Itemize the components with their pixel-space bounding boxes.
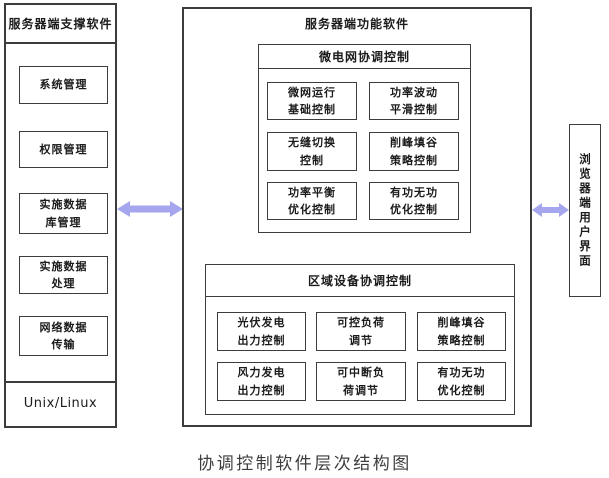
module-permission-management: 权限管理 bbox=[19, 131, 108, 168]
microgrid-control-group: 微电网协调控制 微网运行 基础控制 功率波动 平滑控制 无缝切换 控制 削峰填谷… bbox=[258, 44, 471, 233]
microgrid-divider bbox=[259, 68, 470, 69]
right-double-arrow-icon bbox=[532, 203, 569, 217]
module-power-fluctuation-smoothing: 功率波动 平滑控制 bbox=[369, 82, 459, 120]
module-system-management: 系统管理 bbox=[19, 66, 108, 104]
server-support-software-panel: 服务器端支撑软件 系统管理 权限管理 实施数据 库管理 实施数据 处理 网络数据… bbox=[4, 3, 117, 428]
os-label: Unix/Linux bbox=[23, 396, 98, 411]
regional-control-group: 区域设备协调控制 光伏发电 出力控制 可控负荷 调节 削峰填谷 策略控制 风力发… bbox=[205, 264, 515, 415]
module-interruptible-load-regulation: 可中断负 荷调节 bbox=[316, 362, 406, 401]
browser-ui-title: 浏览器端用户界面 bbox=[578, 152, 592, 269]
module-network-transmission: 网络数据 传输 bbox=[19, 316, 108, 356]
server-support-software-title: 服务器端支撑软件 bbox=[8, 17, 113, 31]
footer-divider bbox=[6, 381, 115, 383]
module-peak-shaving-strategy-control-2: 削峰填谷 策略控制 bbox=[417, 312, 506, 351]
module-pv-output-control: 光伏发电 出力控制 bbox=[217, 312, 306, 351]
module-seamless-switching-control: 无缝切换 控制 bbox=[267, 132, 357, 171]
module-power-balance-optimization: 功率平衡 优化控制 bbox=[267, 182, 357, 220]
module-data-processing: 实施数据 处理 bbox=[19, 256, 108, 294]
microgrid-control-title: 微电网协调控制 bbox=[318, 50, 410, 64]
module-wind-output-control: 风力发电 出力控制 bbox=[217, 362, 306, 401]
module-active-reactive-optimization: 有功无功 优化控制 bbox=[369, 182, 459, 220]
module-controllable-load-regulation: 可控负荷 调节 bbox=[316, 312, 406, 351]
module-microgrid-basic-control: 微网运行 基础控制 bbox=[267, 82, 357, 120]
browser-ui-panel: 浏览器端用户界面 bbox=[569, 124, 601, 297]
module-peak-shaving-strategy-control: 削峰填谷 策略控制 bbox=[369, 132, 459, 171]
module-database-management: 实施数据 库管理 bbox=[19, 193, 108, 234]
server-function-software-title: 服务器端功能软件 bbox=[304, 16, 409, 31]
left-double-arrow-icon bbox=[117, 201, 183, 217]
header-divider bbox=[6, 42, 115, 44]
regional-control-title: 区域设备协调控制 bbox=[307, 274, 412, 288]
regional-divider bbox=[206, 296, 514, 297]
module-active-reactive-optimization-2: 有功无功 优化控制 bbox=[417, 362, 506, 401]
server-function-software-panel: 服务器端功能软件 微电网协调控制 微网运行 基础控制 功率波动 平滑控制 无缝切… bbox=[182, 7, 532, 427]
diagram-caption: 协调控制软件层次结构图 bbox=[197, 454, 412, 473]
